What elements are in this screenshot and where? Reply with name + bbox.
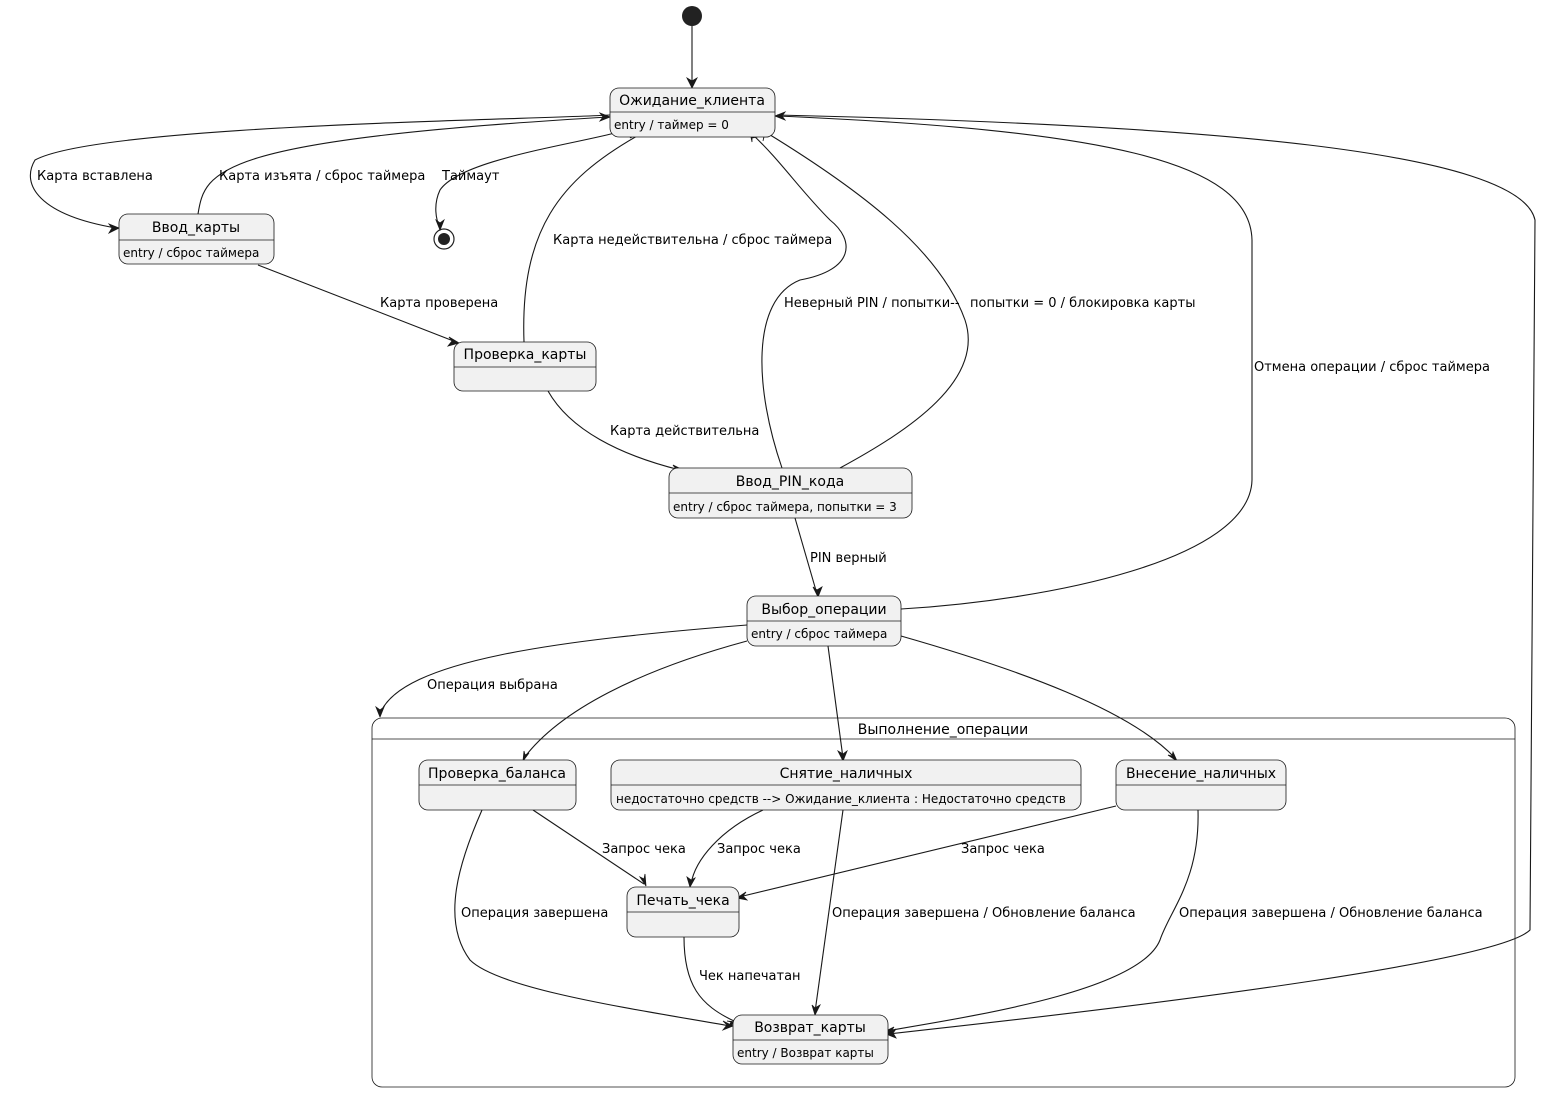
edge-label: PIN верный xyxy=(810,551,887,566)
state-name: Внесение_наличных xyxy=(1126,766,1276,782)
initial-state-node xyxy=(682,6,702,26)
state-cash-deposit[interactable]: Внесение_наличных xyxy=(1115,759,1287,811)
state-card-check[interactable]: Проверка_карты xyxy=(453,341,597,392)
edge-waiting-cardinput xyxy=(29,114,611,229)
state-waiting-client[interactable]: Ожидание_клиента entry / таймер = 0 xyxy=(609,87,776,138)
arrowhead xyxy=(435,218,445,232)
edge-cardcheck-pin xyxy=(547,390,681,471)
state-entry-action: entry / сброс таймера xyxy=(751,627,887,641)
arrowhead xyxy=(686,76,698,89)
edge-label: Таймаут xyxy=(441,169,500,184)
state-operation-select[interactable]: Выбор_операции entry / сброс таймера xyxy=(746,595,902,647)
edge-opselect-balance xyxy=(523,640,748,759)
edge-return-waiting xyxy=(776,114,1536,1035)
transitions xyxy=(29,26,1536,1035)
edge-label: Запрос чека xyxy=(717,842,801,857)
state-entry-action: entry / сброс таймера xyxy=(123,246,259,260)
edge-label: Карта недействительна / сброс таймера xyxy=(553,233,832,248)
arrowhead xyxy=(773,111,787,121)
edge-opselect-deposit xyxy=(900,635,1176,759)
edge-waiting-end xyxy=(435,131,620,229)
state-name: Ввод_карты xyxy=(152,220,240,236)
edge-pin-waiting-blocked xyxy=(766,132,969,469)
state-name: Проверка_карты xyxy=(464,347,587,363)
state-entry-action: entry / Возврат карты xyxy=(737,1046,874,1060)
edge-deposit-return xyxy=(885,809,1199,1032)
edge-label: Операция завершена / Обновление баланса xyxy=(832,906,1136,921)
edge-label: Запрос чека xyxy=(602,842,686,857)
state-name: Ожидание_клиента xyxy=(619,93,765,109)
arrowhead xyxy=(812,586,823,598)
state-balance-check[interactable]: Проверка_баланса xyxy=(418,759,577,811)
edge-cardcheck-waiting xyxy=(523,135,638,343)
state-pin-input[interactable]: Ввод_PIN_кода entry / сброс таймера, поп… xyxy=(668,467,913,519)
arrowhead xyxy=(446,336,461,347)
transition-labels: Карта вставлена Карта изъята / сброс тай… xyxy=(37,169,1490,984)
state-cash-withdrawal[interactable]: Снятие_наличных недостаточно средств -->… xyxy=(610,759,1082,811)
final-state-node xyxy=(433,228,455,250)
edge-label: Неверный PIN / попытки-- xyxy=(784,296,960,311)
arrowhead xyxy=(721,1020,734,1031)
edge-label: Операция завершена / Обновление баланса xyxy=(1179,906,1483,921)
edge-label: Карта изъята / сброс таймера xyxy=(219,169,425,184)
edge-balance-receipt xyxy=(532,809,645,885)
arrowhead xyxy=(522,750,530,763)
edge-receipt-return xyxy=(683,936,735,1022)
state-name: Ввод_PIN_кода xyxy=(736,474,844,490)
edge-label: попытки = 0 / блокировка карты xyxy=(970,296,1195,311)
state-name: Выбор_операции xyxy=(761,602,886,618)
edge-label: Карта действительна xyxy=(610,424,759,439)
arrowhead xyxy=(811,1003,821,1017)
edge-label: Чек напечатан xyxy=(699,969,801,984)
state-name: Проверка_баланса xyxy=(428,766,566,782)
arrowhead xyxy=(598,112,612,122)
edge-label: Операция завершена xyxy=(461,906,608,921)
composite-state-title: Выполнение_операции xyxy=(858,722,1028,738)
arrowhead xyxy=(837,749,848,762)
edge-withdraw-return xyxy=(814,809,844,1013)
arrowhead xyxy=(686,875,696,889)
edge-label: Отмена операции / сброс таймера xyxy=(1254,360,1490,375)
arrowhead xyxy=(1167,750,1178,763)
state-internal-transition: недостаточно средств --> Ожидание_клиент… xyxy=(616,792,1066,806)
state-receipt-print[interactable]: Печать_чека xyxy=(626,886,740,938)
edge-opselect-withdraw xyxy=(827,645,844,759)
state-name: Снятие_наличных xyxy=(780,766,913,782)
arrowhead xyxy=(735,891,749,901)
arrowhead xyxy=(107,223,120,234)
edge-deposit-receipt xyxy=(738,805,1117,898)
edge-label: Карта проверена xyxy=(380,296,498,311)
arrowhead xyxy=(375,705,385,719)
state-name: Печать_чека xyxy=(636,893,729,909)
edge-pin-opselect xyxy=(794,517,818,595)
state-entry-action: entry / таймер = 0 xyxy=(614,118,729,132)
edge-cardinput-waiting xyxy=(197,116,610,215)
arrowhead xyxy=(885,1028,897,1039)
arrowhead xyxy=(638,873,647,887)
state-entry-action: entry / сброс таймера, попытки = 3 xyxy=(673,500,897,514)
state-name: Возврат_карты xyxy=(754,1020,866,1036)
state-card-return[interactable]: Возврат_карты entry / Возврат карты xyxy=(732,1014,889,1065)
edge-balance-return xyxy=(454,809,731,1027)
edge-opselect-composite xyxy=(379,624,748,715)
edge-label: Операция выбрана xyxy=(427,678,558,693)
state-card-input[interactable]: Ввод_карты entry / сброс таймера xyxy=(118,213,275,265)
edge-withdraw-receipt xyxy=(690,809,764,885)
edge-pin-waiting-wrongpin xyxy=(751,133,847,469)
edge-cardinput-cardcheck xyxy=(257,264,457,343)
edge-label: Запрос чека xyxy=(961,842,1045,857)
edge-label: Карта вставлена xyxy=(37,169,153,184)
edge-opselect-waiting xyxy=(776,115,1253,610)
